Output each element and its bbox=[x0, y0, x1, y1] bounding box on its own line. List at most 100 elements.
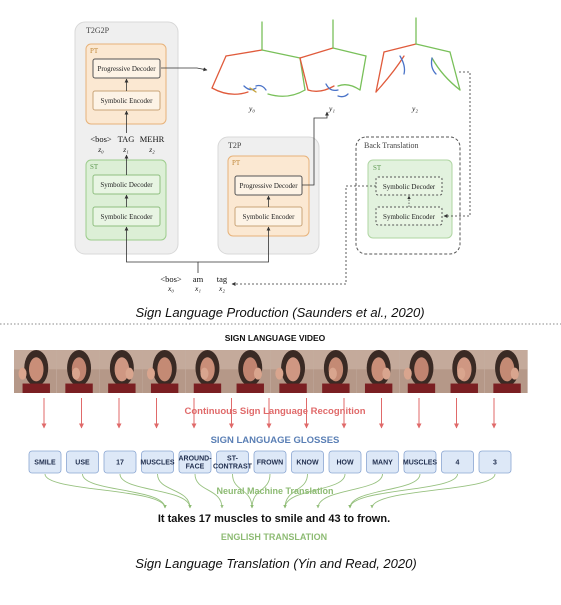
gloss-box: KNOW bbox=[291, 450, 324, 474]
symbolic-encoder-t2p-text: Symbolic Encoder bbox=[243, 213, 296, 221]
gloss-label: FROWN bbox=[257, 460, 283, 467]
gloss-var-z2: z₂ bbox=[148, 145, 155, 154]
nmt-curve bbox=[82, 473, 167, 509]
pt-label-t2p: PT bbox=[232, 159, 241, 167]
gloss-box: MUSCLES bbox=[403, 450, 438, 474]
gloss-label: MANY bbox=[372, 460, 393, 467]
gloss-var-z1: z₁ bbox=[122, 145, 129, 154]
video-frame bbox=[442, 350, 485, 393]
video-frame bbox=[270, 350, 314, 393]
gloss-label: 17 bbox=[116, 460, 124, 467]
t2p-label: T2P bbox=[228, 141, 242, 150]
gloss-label: AROUND- bbox=[178, 456, 212, 463]
nmt-curve bbox=[44, 473, 167, 509]
nmt-curves bbox=[44, 473, 496, 509]
symbolic-encoder-t2g2p-st-text: Symbolic Encoder bbox=[101, 213, 154, 221]
pose-skeleton-2 bbox=[299, 19, 367, 98]
nmt-curve bbox=[348, 473, 421, 509]
nmt-curve bbox=[316, 473, 383, 509]
gloss-label: MUSCLES bbox=[403, 460, 438, 467]
pose-skeleton-3 bbox=[375, 17, 461, 93]
video-frame bbox=[99, 350, 143, 393]
nmt-curve bbox=[250, 473, 271, 509]
nmt-curve bbox=[370, 473, 496, 509]
gloss-box: SMILE bbox=[28, 450, 62, 474]
video-title: SIGN LANGUAGE VIDEO bbox=[225, 333, 326, 343]
gloss-var-z0: z₀ bbox=[97, 145, 104, 154]
recognition-label: Continuous Sign Language Recognition bbox=[184, 406, 365, 417]
progressive-decoder-t2g2p bbox=[92, 58, 161, 79]
glosses-title: SIGN LANGUAGE GLOSSES bbox=[211, 435, 340, 446]
nmt-curve bbox=[283, 473, 346, 509]
gloss-box: MANY bbox=[366, 450, 399, 474]
gloss-label: ST- bbox=[227, 456, 239, 463]
translation-sentence: It takes 17 muscles to smile and 43 to f… bbox=[158, 513, 390, 525]
gloss-box: 4 bbox=[441, 450, 474, 474]
video-frame bbox=[356, 350, 400, 393]
caption-production: Sign Language Production (Saunders et al… bbox=[135, 305, 424, 320]
gloss-label: 4 bbox=[456, 460, 460, 467]
progressive-decoder-t2g2p-text: Progressive Decoder bbox=[97, 65, 156, 73]
pose-label-y1: y₁ bbox=[328, 104, 335, 113]
gloss-token-bos: <bos> bbox=[90, 134, 112, 144]
symbolic-encoder-bt bbox=[375, 206, 443, 226]
video-frame bbox=[185, 350, 228, 393]
st-label-t2g2p: ST bbox=[90, 163, 99, 171]
gloss-label: KNOW bbox=[296, 460, 319, 467]
text-var-x1: x₁ bbox=[194, 284, 201, 293]
gloss-box: ST-CONTRAST bbox=[213, 450, 253, 474]
pose-skeleton-1 bbox=[211, 21, 306, 97]
symbolic-encoder-t2g2p-pt-text: Symbolic Encoder bbox=[101, 97, 154, 105]
gloss-box: 17 bbox=[103, 450, 137, 474]
video-frame bbox=[142, 350, 186, 393]
nmt-curve bbox=[119, 473, 192, 509]
progressive-decoder-t2p bbox=[234, 175, 303, 196]
symbolic-encoder-bt-text: Symbolic Encoder bbox=[383, 213, 436, 221]
gloss-label: SMILE bbox=[34, 460, 56, 467]
nmt-curve bbox=[348, 473, 458, 509]
gloss-label: 3 bbox=[493, 460, 497, 467]
video-frame bbox=[56, 350, 100, 393]
pt-block-t2g2p bbox=[85, 43, 167, 125]
back-translation-label: Back Translation bbox=[364, 141, 418, 150]
video-frame bbox=[399, 350, 442, 393]
progressive-decoder-t2p-text: Progressive Decoder bbox=[239, 182, 298, 190]
gloss-box: FROWN bbox=[253, 450, 287, 474]
english-translation-label: ENGLISH TRANSLATION bbox=[221, 532, 327, 542]
nmt-label: Neural Machine Translation bbox=[216, 486, 333, 496]
nmt-curve bbox=[232, 473, 254, 509]
caption-translation: Sign Language Translation (Yin and Read,… bbox=[135, 556, 416, 571]
gloss-label: FACE bbox=[186, 464, 205, 471]
nmt-curve bbox=[157, 473, 192, 509]
gloss-token-mehr: MEHR bbox=[140, 134, 165, 144]
gloss-box: USE bbox=[66, 450, 99, 474]
st-label-bt: ST bbox=[373, 164, 382, 172]
pose-label-y2: y₂ bbox=[411, 104, 418, 113]
text-var-x0: x₀ bbox=[167, 284, 174, 293]
text-token-am: am bbox=[193, 274, 204, 284]
nmt-curve bbox=[194, 473, 224, 509]
gloss-token-tag: TAG bbox=[118, 134, 135, 144]
t2g2p-label: T2G2P bbox=[86, 26, 110, 35]
gloss-box: 3 bbox=[478, 450, 512, 474]
video-frame bbox=[313, 350, 357, 393]
recognition-arrows bbox=[41, 398, 497, 429]
video-frame bbox=[484, 350, 528, 393]
gloss-label: CONTRAST bbox=[213, 464, 253, 471]
st-block-t2g2p bbox=[85, 159, 167, 241]
gloss-box: HOW bbox=[328, 450, 362, 474]
gloss-label: MUSCLES bbox=[140, 460, 175, 467]
pt-label-t2g2p: PT bbox=[90, 47, 99, 55]
gloss-label: USE bbox=[75, 460, 90, 467]
symbolic-decoder-bt-text: Symbolic Decoder bbox=[383, 183, 436, 191]
video-frame bbox=[14, 350, 57, 393]
pose-label-y0: y₀ bbox=[248, 104, 255, 113]
text-token-tag: tag bbox=[217, 274, 228, 284]
gloss-box: AROUND-FACE bbox=[178, 450, 212, 474]
text-var-x2: x₂ bbox=[218, 284, 225, 293]
symbolic-decoder-t2g2p-text: Symbolic Decoder bbox=[100, 181, 153, 189]
gloss-label: HOW bbox=[336, 460, 354, 467]
video-frames bbox=[14, 350, 528, 393]
